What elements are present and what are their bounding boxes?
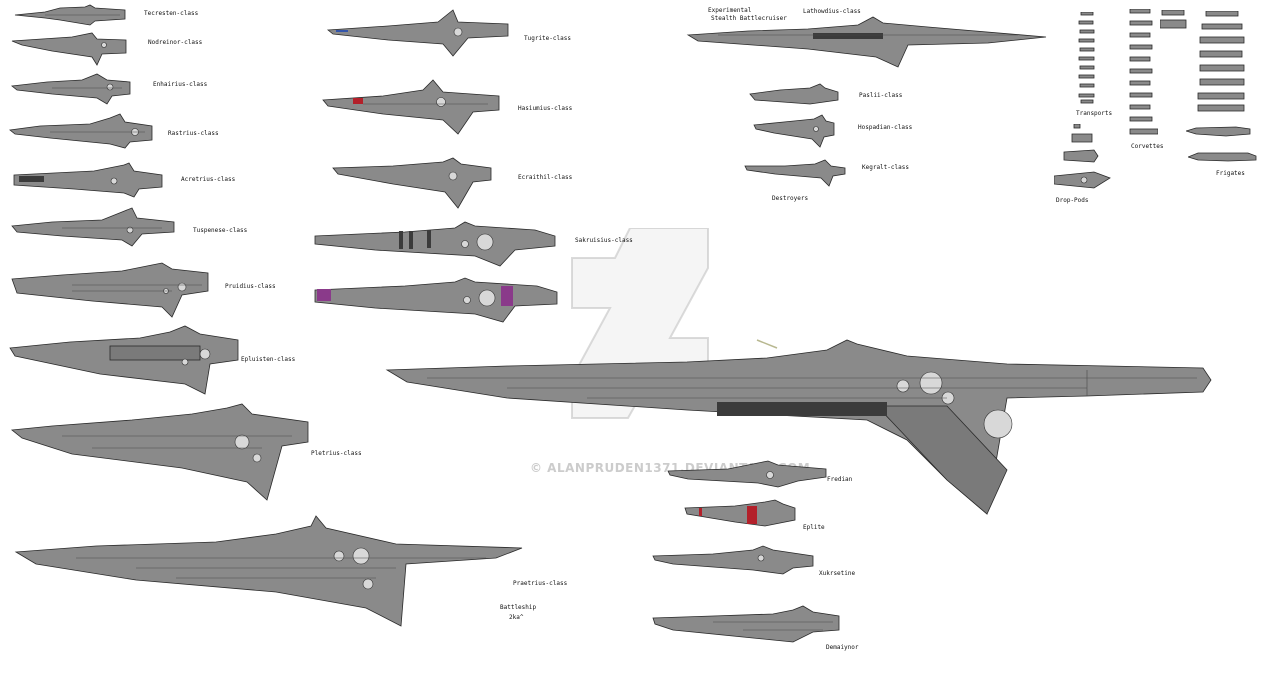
frigate-large-1: [1184, 124, 1252, 142]
label-demaiynor: Demaiynor: [826, 644, 859, 651]
ship-hospadian: [753, 114, 836, 149]
label-ecraithil: Ecraithil-class: [518, 174, 573, 181]
label-drop-pods: Drop-Pods: [1056, 197, 1089, 204]
label-pruidius: Pruidius-class: [225, 283, 276, 290]
ship-nodreinor: [11, 32, 128, 66]
drop-pods-group: [1053, 123, 1114, 199]
label-hospadian: Hospadian-class: [858, 124, 913, 131]
label-transports: Transports: [1076, 110, 1113, 117]
label-paslii: Paslii-class: [859, 92, 903, 99]
transports-group: [1077, 11, 1097, 109]
ship-epluisten: [9, 325, 240, 396]
label-hasiumius: Hasiumius-class: [518, 105, 573, 112]
ship-pruidius: [11, 262, 210, 319]
ship-rastrius: [9, 113, 155, 150]
label-corvettes: Corvettes: [1131, 143, 1164, 150]
label-tugrite: Tugrite-class: [524, 35, 571, 42]
ship-tuspenese: [11, 207, 177, 248]
ship-hasiumius: [322, 79, 501, 136]
label-epluisten: Epluisten-class: [241, 356, 296, 363]
ship-tecresten: [14, 4, 127, 26]
label-tuspenese: Tuspenese-class: [193, 227, 248, 234]
label-frigates: Frigates: [1216, 170, 1245, 177]
label-lathowdius: Lathowdius-class: [803, 8, 861, 15]
ship-flagship: [385, 339, 1213, 516]
ship-fredian: [667, 460, 828, 489]
frigate-large-2: [1186, 150, 1258, 168]
label-acretrius: Acretrius-class: [181, 176, 236, 183]
label-experimental: Experimental: [708, 7, 752, 14]
label-battleship: Battleship: [500, 604, 537, 611]
label-fredian: Fredian: [827, 476, 853, 483]
ship-pletrius: [10, 403, 310, 502]
ship-praetrius: [14, 515, 524, 628]
label-pletrius: Pletrius-class: [311, 450, 362, 457]
ship-demaiynor: [652, 605, 841, 644]
corvette-large: [1159, 9, 1188, 35]
label-tecresten: Tecresten-class: [144, 10, 199, 17]
label-enhairius: Enhairius-class: [153, 81, 208, 88]
label-battleship-model: 2ka^: [509, 614, 524, 621]
ship-eplite: [684, 499, 797, 528]
ship-sakruisius: [314, 221, 557, 268]
frigates-group: [1196, 10, 1250, 120]
ship-paslii: [749, 83, 840, 106]
label-rastrius: Rastrius-class: [168, 130, 219, 137]
label-sakruisius: Sakruisius-class: [575, 237, 633, 244]
ship-enhairius: [10, 73, 132, 106]
label-praetrius: Praetrius-class: [513, 580, 568, 587]
label-eplite: Eplite: [803, 524, 825, 531]
ship-acretrius: [13, 162, 164, 199]
ship-ecraithil: [332, 157, 493, 210]
label-xukrsetine: Xukrsetine: [819, 570, 856, 577]
label-destroyers: Destroyers: [772, 195, 809, 202]
ship-lathowdius: [686, 16, 1048, 69]
ship-xukrsetine: [652, 545, 815, 576]
ship-sakruisius-variant: [314, 277, 559, 324]
corvettes-group: [1128, 8, 1159, 142]
label-stealth-battlecruiser: Stealth Battlecruiser: [711, 15, 787, 22]
label-nodreinor: Nodreinor-class: [148, 39, 203, 46]
label-kegralt: Kegralt-class: [862, 164, 909, 171]
ship-kegralt: [744, 159, 847, 187]
ship-tugrite: [326, 9, 510, 58]
